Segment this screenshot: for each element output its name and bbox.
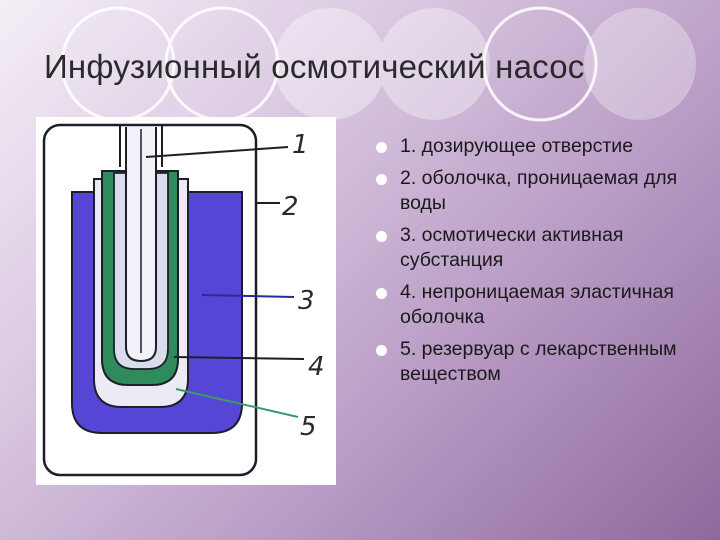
leader-line-4 [173, 356, 305, 360]
list-item-text: 2. оболочка, проницаемая для воды [400, 167, 678, 214]
bullet-icon [376, 174, 387, 185]
list-item: 1. дозирующее отверстие [374, 134, 704, 159]
bullet-icon [376, 288, 387, 299]
leader-line-3 [201, 294, 295, 298]
pump-diagram: 1 2 3 4 5 [36, 117, 336, 485]
list-item: 3. осмотически активная субстанция [374, 223, 704, 273]
list-item-text: 4. непроницаемая эластичная оболочка [400, 281, 674, 328]
callout-2: 2 [282, 192, 299, 222]
legend-list: 1. дозирующее отверстие 2. оболочка, про… [374, 134, 704, 394]
list-item-text: 5. резервуар с лекарственным веществом [400, 338, 677, 385]
list-item-text: 3. осмотически активная субстанция [400, 224, 624, 271]
list-item: 2. оболочка, проницаемая для воды [374, 166, 704, 216]
callout-3: 3 [298, 286, 315, 316]
callout-4: 4 [308, 352, 325, 382]
slide-title: Инфузионный осмотический насос [44, 48, 585, 85]
decorative-circles [60, 6, 696, 122]
list-item: 4. непроницаемая эластичная оболочка [374, 280, 704, 330]
callout-5: 5 [300, 412, 317, 442]
bullet-icon [376, 231, 387, 242]
callout-1: 1 [292, 130, 309, 160]
bullet-icon [376, 142, 387, 153]
leader-line-1 [145, 146, 289, 158]
list-item: 5. резервуар с лекарственным веществом [374, 337, 704, 387]
bullet-icon [376, 345, 387, 356]
list-item-text: 1. дозирующее отверстие [400, 135, 634, 157]
leader-line-5 [175, 388, 299, 418]
